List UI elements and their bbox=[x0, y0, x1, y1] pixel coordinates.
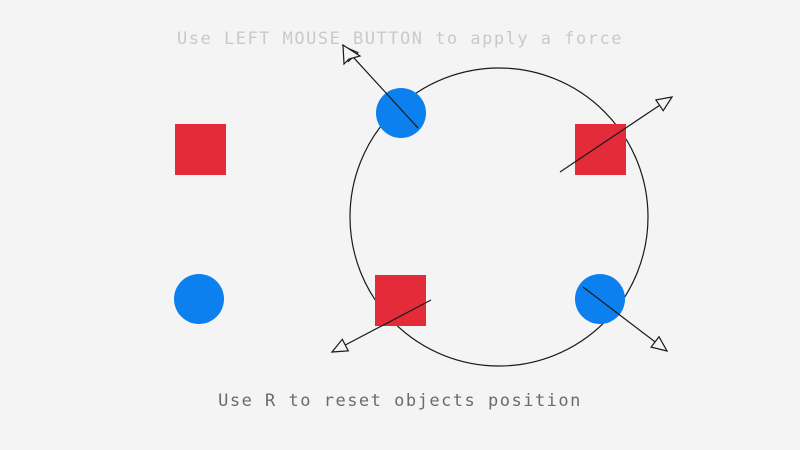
force-vector-shaft bbox=[582, 286, 656, 343]
body-ball[interactable] bbox=[174, 274, 224, 324]
force-vector-head bbox=[654, 96, 674, 112]
force-vector-shaft bbox=[559, 104, 660, 173]
body-ball[interactable] bbox=[575, 274, 625, 324]
force-vector-shaft bbox=[345, 299, 432, 346]
body-ball[interactable] bbox=[376, 88, 426, 138]
hint-apply-force: Use LEFT MOUSE BUTTON to apply a force bbox=[177, 29, 623, 49]
force-vector-arrow bbox=[330, 299, 432, 353]
boundary-circle bbox=[349, 67, 649, 367]
force-vector-arrow bbox=[559, 96, 674, 173]
force-vector-shaft bbox=[352, 56, 419, 129]
body-box[interactable] bbox=[175, 124, 226, 175]
body-box[interactable] bbox=[375, 275, 426, 326]
hint-reset-objects: Use R to reset objects position bbox=[218, 391, 582, 411]
force-vectors-layer bbox=[330, 44, 674, 353]
bodies-layer bbox=[174, 88, 626, 326]
force-vector-head bbox=[650, 335, 669, 352]
mouse-cursor-icon bbox=[342, 43, 362, 66]
force-vector-arrow bbox=[582, 286, 669, 352]
body-box[interactable] bbox=[575, 124, 626, 175]
force-vector-head bbox=[330, 338, 350, 353]
cursor-arrow-icon bbox=[342, 43, 362, 66]
